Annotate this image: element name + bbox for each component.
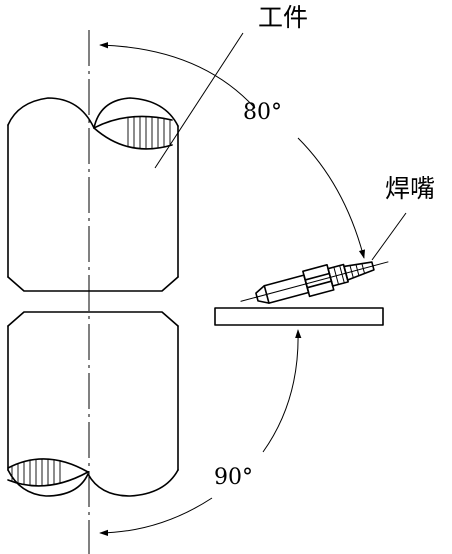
nozzle-label: 焊嘴 bbox=[385, 174, 435, 203]
upper-angle-arc-1 bbox=[99, 42, 256, 109]
base-plate bbox=[214, 307, 384, 326]
lower-angle-arc-1 bbox=[262, 329, 302, 453]
welding-nozzle bbox=[240, 261, 389, 304]
lower-workpiece-rod bbox=[7, 311, 179, 497]
lower-angle-arc-2 bbox=[99, 497, 213, 537]
nozzle-leader-line bbox=[371, 212, 407, 261]
upper-workpiece-rod bbox=[7, 97, 179, 292]
upper-angle-arc-2 bbox=[297, 137, 366, 259]
upper-angle-label: 80° bbox=[243, 100, 282, 125]
workpiece-label: 工件 bbox=[258, 3, 308, 32]
lower-angle-label: 90° bbox=[214, 465, 253, 490]
lower-section-hatch bbox=[11, 458, 61, 486]
upper-section-hatch bbox=[127, 116, 171, 149]
workpiece-leader-line bbox=[154, 32, 244, 169]
